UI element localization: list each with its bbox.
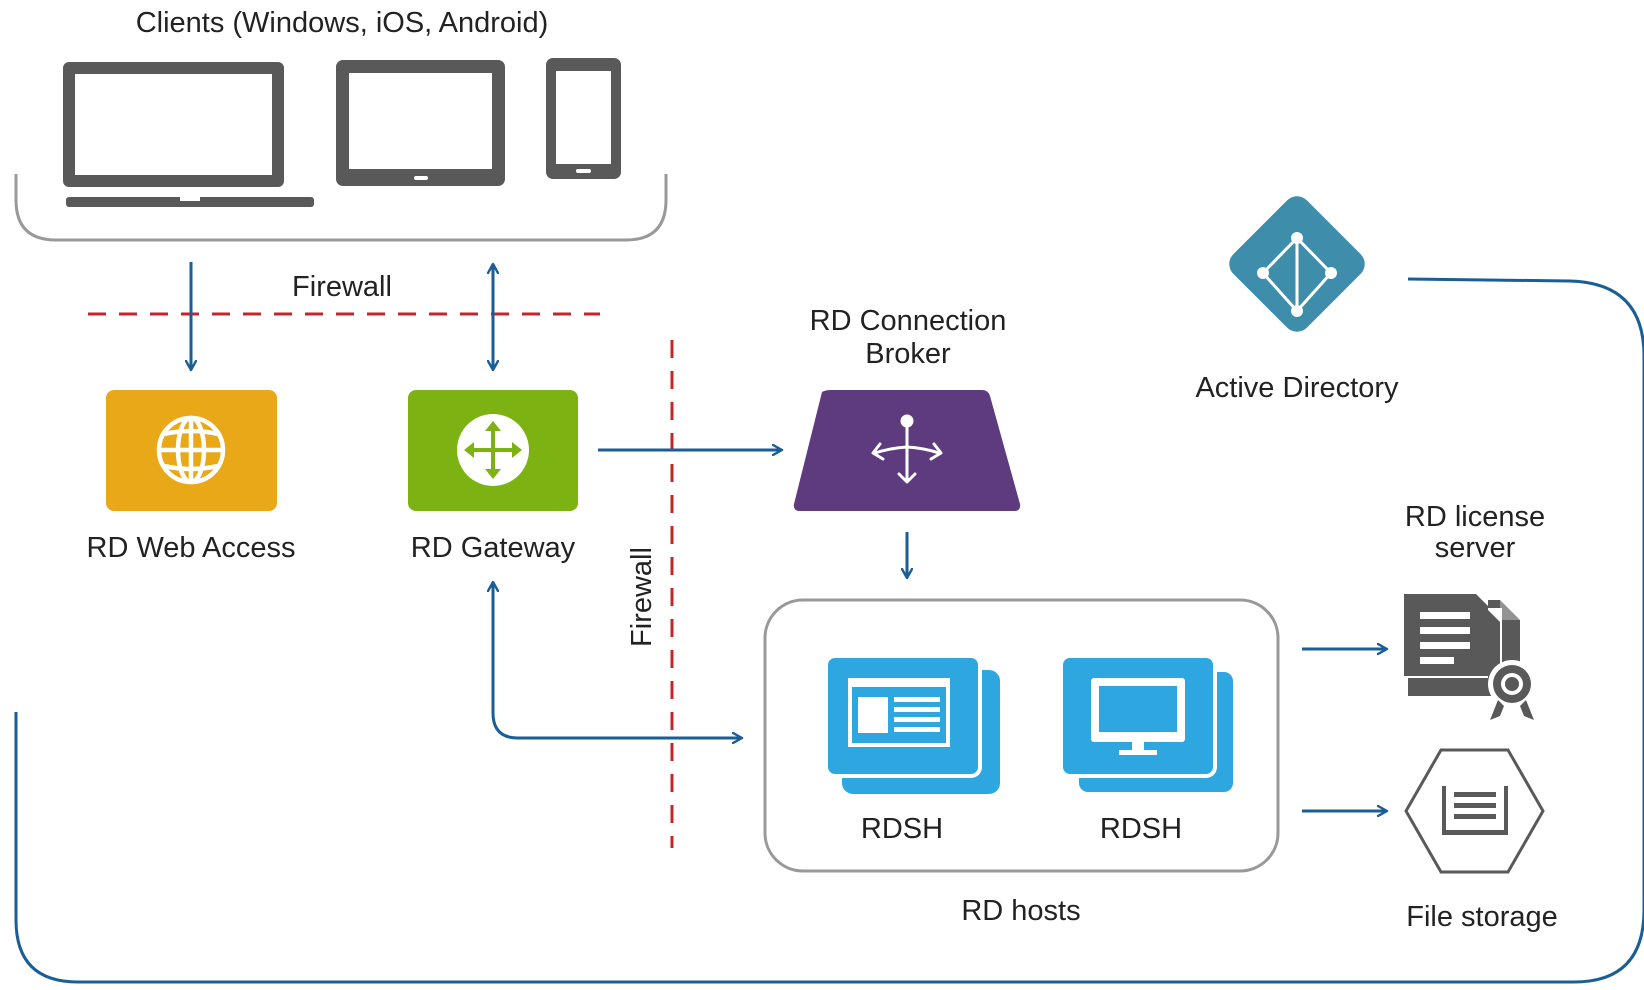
laptop-icon xyxy=(63,62,314,207)
distribute-arrows-icon xyxy=(871,414,943,484)
clients-label: Clients (Windows, iOS, Android) xyxy=(136,7,549,39)
globe-icon xyxy=(156,415,226,485)
phone-icon xyxy=(546,58,621,179)
firewall-side-label: Firewall xyxy=(626,547,658,647)
arrow-gateway-hosts xyxy=(493,582,742,738)
rd-web-access[interactable]: RD Web Access xyxy=(87,390,296,564)
directory-tree-icon xyxy=(1257,232,1337,317)
license-label-line2: server xyxy=(1435,532,1516,564)
firewall-top-label: Firewall xyxy=(292,271,392,303)
tablet-icon xyxy=(336,60,505,186)
connectors xyxy=(14,262,1644,984)
ad-label: Active Directory xyxy=(1195,372,1399,404)
active-directory-boundary xyxy=(14,277,1644,984)
app-window-icon xyxy=(848,678,950,747)
rd-hosts-container xyxy=(763,598,1280,873)
rdsh-label-2: RDSH xyxy=(1100,813,1182,845)
license-label-line1: RD license xyxy=(1405,501,1545,533)
certificate-icon xyxy=(1400,590,1536,720)
clients-bracket xyxy=(14,174,668,242)
broker-label-line2: Broker xyxy=(865,338,951,370)
route-arrows-icon xyxy=(457,414,529,486)
active-directory[interactable]: Active Directory xyxy=(1195,190,1399,404)
broker-label-line1: RD Connection xyxy=(810,305,1007,337)
rd-hosts-label: RD hosts xyxy=(961,895,1080,927)
rdsh-host-2[interactable]: RDSH xyxy=(1059,654,1233,845)
file-storage-label: File storage xyxy=(1406,901,1558,933)
clients-group: Clients (Windows, iOS, Android) xyxy=(14,7,668,242)
file-storage[interactable]: File storage xyxy=(1404,748,1558,933)
web-access-label: RD Web Access xyxy=(87,532,296,564)
gateway-label: RD Gateway xyxy=(411,532,576,564)
rd-license-server[interactable]: RD license server xyxy=(1400,501,1545,720)
storage-tray-icon xyxy=(1442,786,1508,835)
rd-connection-broker[interactable]: RD Connection Broker xyxy=(793,305,1021,511)
rdsh-host-1[interactable]: RDSH xyxy=(824,654,1000,845)
rd-gateway[interactable]: RD Gateway xyxy=(408,390,578,564)
monitor-icon xyxy=(1091,678,1185,755)
storage-hexagon-icon xyxy=(1404,748,1545,874)
rdsh-label-1: RDSH xyxy=(861,813,943,845)
rd-hosts-group: RDSH RDSH RD hosts xyxy=(763,598,1280,927)
